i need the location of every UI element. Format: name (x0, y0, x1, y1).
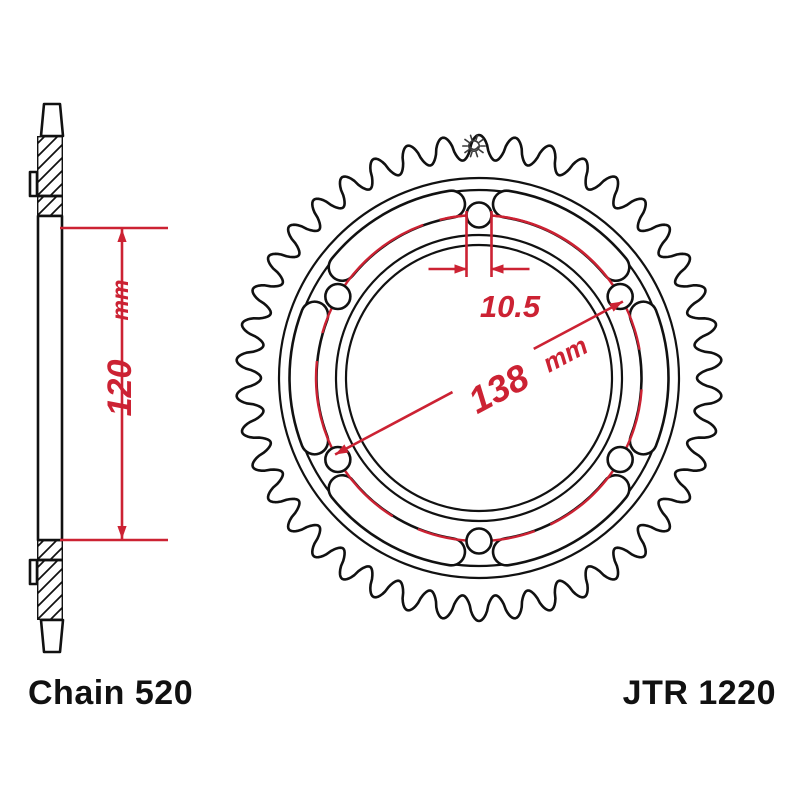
part-number-label: JTR 1220 (622, 674, 776, 712)
lightening-slot (288, 300, 330, 456)
shoulder-step-top (28, 170, 39, 198)
lightening-slot (327, 473, 467, 567)
arrowhead-top (117, 229, 127, 242)
arrowhead-bottom (117, 526, 127, 539)
rim-section-hatch-bottom (37, 540, 63, 560)
plate-body-section (36, 214, 64, 542)
lightening-slot (491, 473, 631, 567)
arrowhead-lower (335, 444, 349, 455)
dimension-10-5: 10.5 (428, 211, 541, 324)
tooth-section-hatch-top (37, 136, 63, 196)
bolt-hole (324, 445, 352, 474)
chain-label: Chain 520 (28, 674, 194, 712)
shoulder-step-bottom (28, 558, 39, 586)
dimension-138mm-label: 138 (462, 356, 536, 421)
sprocket-face-view (235, 133, 723, 623)
bolt-hole (606, 282, 634, 311)
lightening-slot (327, 189, 467, 283)
body-outer-circle (277, 176, 681, 580)
dimension-120mm-label: 120 (101, 360, 139, 417)
dimension-10-5-label: 10.5 (480, 289, 541, 324)
dimension-138mm-unit: mm (538, 330, 593, 378)
diameter-leader-lower (334, 390, 454, 456)
sun-burst-logo-icon (461, 134, 487, 158)
bolt-hole (324, 282, 352, 311)
arrowhead-right (490, 264, 504, 274)
tooth-section-hatch-bottom (37, 560, 63, 620)
cross-section-profile (28, 102, 65, 654)
hub-outer-circle (334, 233, 624, 523)
bolt-hole (465, 527, 493, 555)
bolt-circle-arc (321, 223, 424, 334)
bolt-hole (606, 445, 634, 474)
sprocket-teeth-outline (235, 133, 723, 623)
dimension-120mm-unit: mm (107, 280, 133, 321)
hub-inner-circle (344, 243, 614, 513)
rim-section-hatch-top (37, 196, 63, 216)
bolt-hole (465, 201, 493, 229)
tooth-tip-top (39, 102, 65, 138)
lightening-slot (628, 300, 670, 456)
dimension-120mm: 120 mm (60, 226, 168, 542)
diameter-leader-upper (533, 300, 624, 351)
arrowhead-left (454, 264, 468, 274)
lightening-slot (491, 189, 631, 283)
arrowhead-upper (609, 301, 623, 312)
tooth-tip-bottom (39, 618, 65, 654)
